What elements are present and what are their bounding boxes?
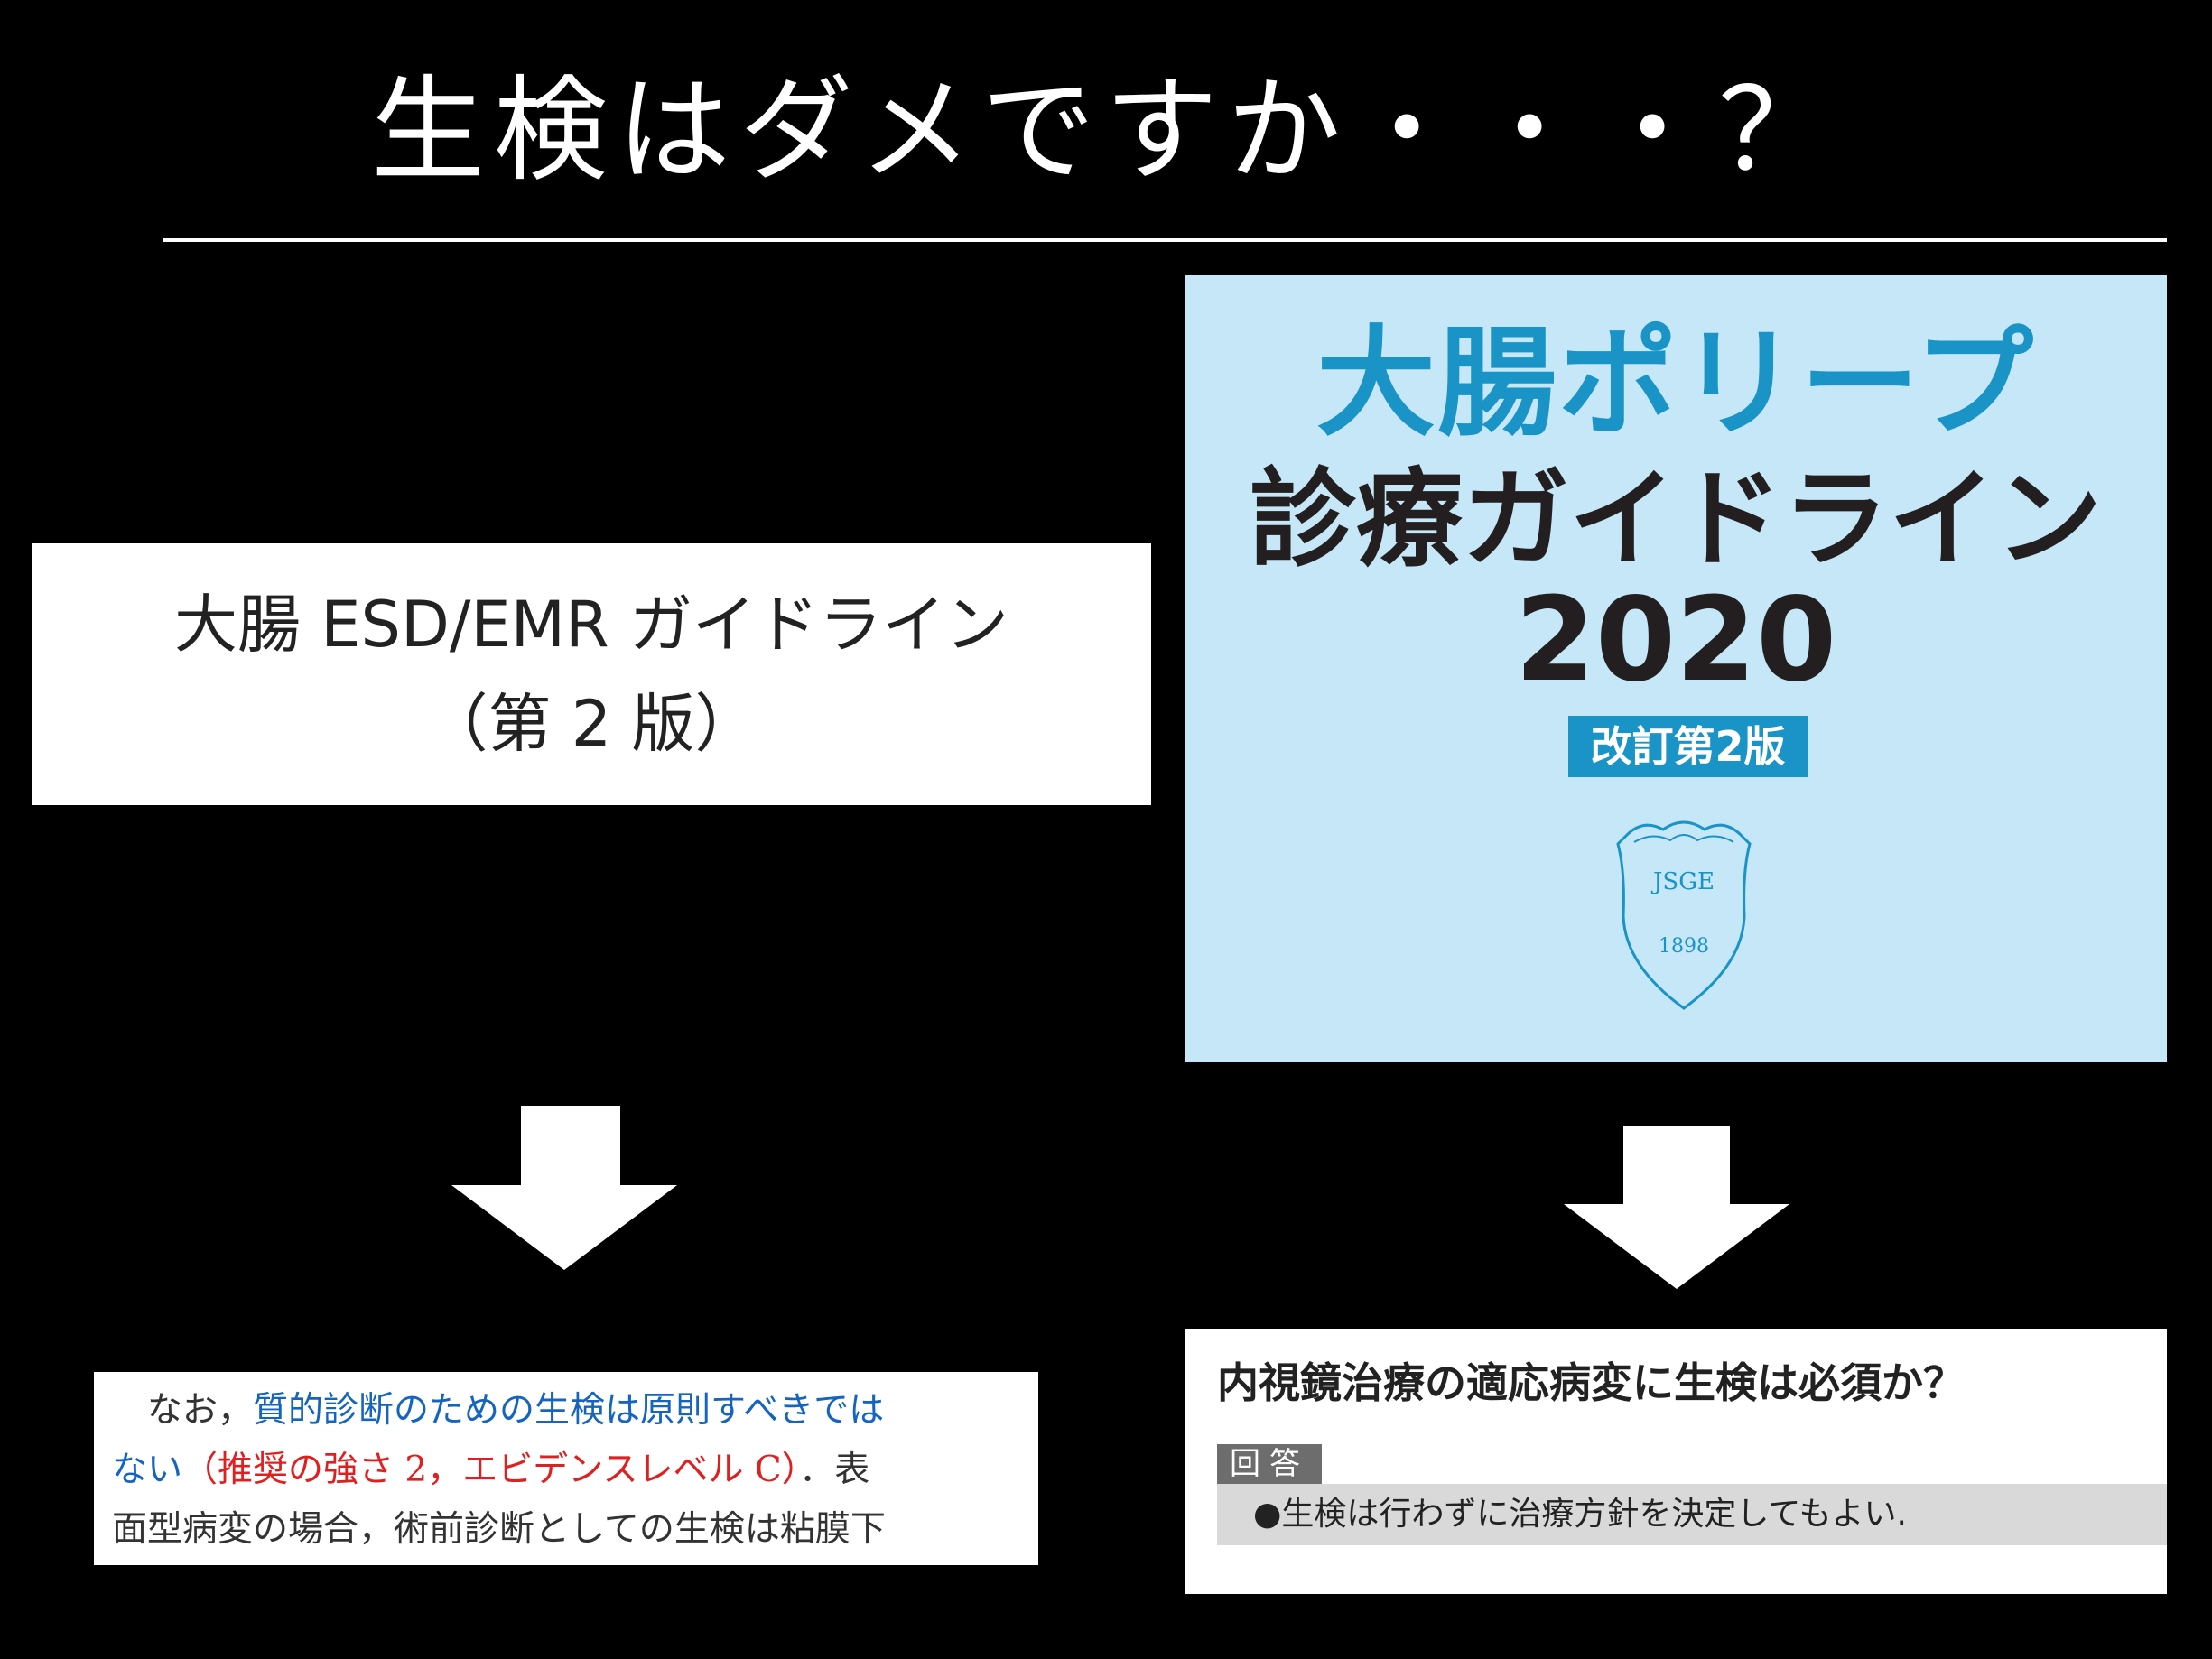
left-book-title: 大腸 ESD/EMR ガイドライン — [174, 588, 1008, 662]
cover-title-line2: 診療ガイドライン — [1249, 457, 2102, 581]
cover-title-line1: 大腸ポリープ — [1315, 314, 2036, 453]
excerpt-recommendation-end: ない — [112, 1450, 183, 1490]
right-down-arrow-icon — [1564, 1126, 1789, 1289]
emblem-text-jsge: JSGE — [1650, 868, 1715, 895]
cover-year: 2020 — [1514, 573, 1837, 708]
slide-title: 生検はダメですか・・・？ — [370, 64, 1842, 197]
right-book-cover: 大腸ポリープ 診療ガイドライン 2020 改訂第2版 JSGE 1898 — [1185, 275, 2167, 1062]
title-divider — [163, 238, 2167, 242]
answer-bar: ●生検は行わずに治療方針を決定してもよい. — [1217, 1484, 2167, 1545]
left-book-edition: （第 2 版） — [424, 687, 758, 761]
emblem-text-year: 1898 — [1659, 935, 1709, 958]
excerpt-continuation: ．表 — [799, 1450, 870, 1490]
excerpt-line3: 面型病変の場合，術前診断としての生検は粘膜下 — [112, 1509, 886, 1550]
excerpt-intro: なお， — [112, 1390, 254, 1431]
excerpt-evidence-level: （推奨の強さ 2，エビデンスレベル C） — [182, 1450, 800, 1490]
jsge-emblem-icon: JSGE 1898 — [1616, 820, 1752, 1010]
edition-badge: 改訂第2版 — [1568, 716, 1808, 777]
left-book-box: 大腸 ESD/EMR ガイドライン （第 2 版） — [32, 543, 1151, 805]
cq-question: 内視鏡治療の適応病変に生検は必須か？ — [1217, 1358, 1965, 1407]
answer-tag: 回答 — [1217, 1444, 1322, 1484]
left-guideline-excerpt: なお，質的診断のための生検は原則すべきでは ない（推奨の強さ 2，エビデンスレベ… — [94, 1372, 1038, 1565]
answer-text: ●生検は行わずに治療方針を決定してもよい. — [1253, 1496, 1907, 1533]
right-guideline-qa: 内視鏡治療の適応病変に生検は必須か？ 回答 ●生検は行わずに治療方針を決定しても… — [1185, 1329, 2167, 1594]
excerpt-recommendation: 質的診断のための生検は原則すべきでは — [253, 1390, 885, 1431]
left-down-arrow-icon — [451, 1106, 677, 1270]
